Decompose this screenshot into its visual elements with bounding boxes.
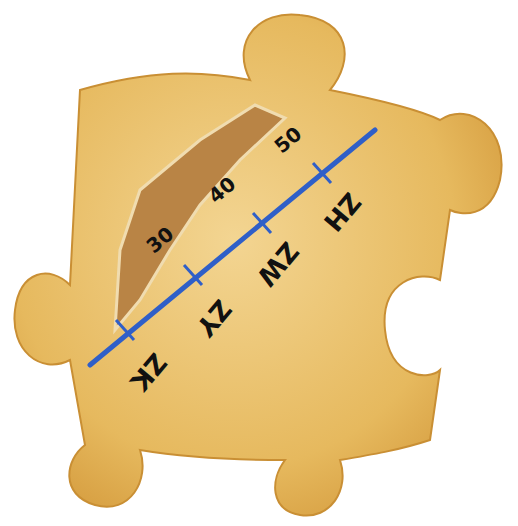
torn-patch <box>115 105 285 330</box>
scale-line <box>90 130 375 365</box>
puzzle-piece <box>14 14 501 515</box>
